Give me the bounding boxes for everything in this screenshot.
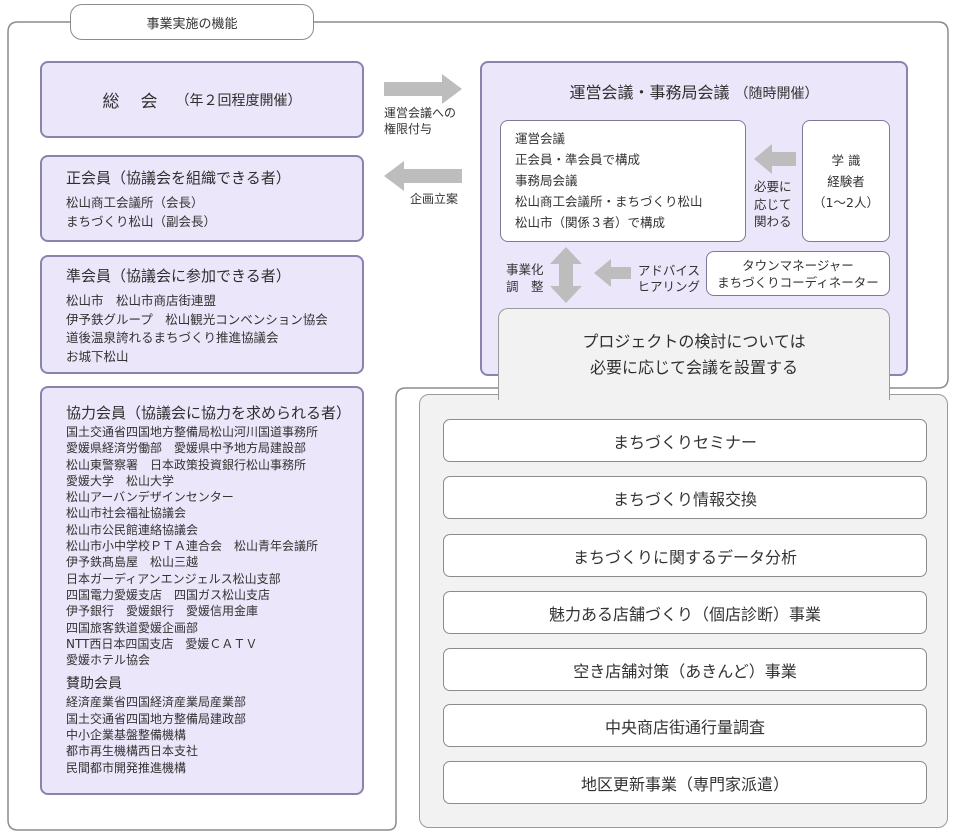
adjust-label: 事業化 調 整 xyxy=(506,261,544,295)
cooperating-member: 日本ガーディアンエンジェルス松山支部 xyxy=(66,571,281,586)
meetings-detail-box: 運営会議 正会員・準会員で構成 事務局会議 松山商工会議所・まちづくり松山 松山… xyxy=(500,120,746,242)
meeting-title: 運営会議 xyxy=(515,131,566,146)
general-assembly-title: 総 会 xyxy=(102,92,160,112)
delegation-label-line2: 権限付与 xyxy=(384,122,433,136)
experts-line: 経験者 xyxy=(827,173,865,189)
associate-members-box: 準会員（協議会に参加できる者） 松山市 松山市商店街連盟 伊予鉄グループ 松山観… xyxy=(40,255,364,374)
associate-members-title: 準会員（協議会に参加できる者） xyxy=(66,267,291,285)
project-item-label: 地区更新事業（専門家派遣） xyxy=(580,774,789,794)
supporting-member: 都市再生機構西日本支社 xyxy=(66,744,199,759)
secretariat-desc: 松山商工会議所・まちづくり松山 xyxy=(515,194,703,209)
projects-heading-line2: 必要に応じて会議を設置する xyxy=(589,357,798,377)
meeting-desc: 正会員・準会員で構成 xyxy=(515,152,641,167)
cooperating-member: 愛媛県経済労働部 愛媛県中予地方局建設部 xyxy=(66,441,307,456)
management-note: （随時開催） xyxy=(734,86,819,102)
advice-label-line: ヒアリング xyxy=(637,279,700,294)
project-item-label: まちづくりセミナー xyxy=(612,432,757,452)
delegation-label: 運営会議への 権限付与 xyxy=(384,105,474,137)
town-manager-box: タウンマネージャー まちづくりコーディネーター xyxy=(706,251,890,296)
experts-line: 学 識 xyxy=(831,152,861,168)
town-manager-line: まちづくりコーディネーター xyxy=(717,274,879,290)
experts-box: 学 識 経験者 （1〜2人） xyxy=(802,120,890,242)
experts-arrow xyxy=(754,144,796,174)
secretariat-desc: 松山市（関係３者）で構成 xyxy=(515,215,666,230)
project-item-label: まちづくり情報交換 xyxy=(612,489,757,509)
project-item: 地区更新事業（専門家派遣） xyxy=(443,761,927,804)
adjust-arrow xyxy=(550,247,582,303)
needs-label-line: 必要に xyxy=(754,179,792,194)
project-item-label: 中央商店街通行量調査 xyxy=(604,717,765,737)
management-title: 運営会議・事務局会議 xyxy=(569,83,730,102)
project-item: まちづくり情報交換 xyxy=(443,476,927,519)
associate-member: お城下松山 xyxy=(66,348,129,364)
associate-member: 松山市 松山市商店街連盟 xyxy=(66,293,217,308)
cooperating-member: 愛媛ホテル協会 xyxy=(66,653,151,668)
experts-line: （1〜2人） xyxy=(813,194,879,210)
needs-label: 必要に 応じて 関わる xyxy=(754,178,792,231)
supporting-member: 民間都市開発推進機構 xyxy=(66,760,187,775)
project-item-label: 魅力ある店舗づくり（個店診断）事業 xyxy=(548,604,821,624)
planning-arrow xyxy=(384,161,462,191)
delegation-arrow xyxy=(384,74,462,104)
supporting-member: 国土交通省四国地方整備局建政部 xyxy=(66,711,247,726)
cooperating-member: 松山市小中学校ＰＴＡ連合会 松山青年会議所 xyxy=(66,539,319,554)
supporting-members-title: 賛助会員 xyxy=(66,676,122,693)
cooperating-member: 伊予鉄髙島屋 松山三越 xyxy=(66,555,199,570)
adjust-label-line: 事業化 xyxy=(506,262,544,277)
project-item: 空き店舗対策（あきんど）事業 xyxy=(443,648,927,691)
delegation-label-line1: 運営会議への xyxy=(384,106,457,120)
cooperating-member: 愛媛大学 松山大学 xyxy=(66,473,175,488)
regular-member: 松山商工会議所（会長） xyxy=(66,195,204,210)
management-header: 運営会議・事務局会議 （随時開催） xyxy=(482,79,906,103)
project-item: 中央商店街通行量調査 xyxy=(443,704,927,747)
cooperating-member: 松山アーバンデザインセンター xyxy=(66,490,234,505)
advice-arrow xyxy=(594,259,631,287)
project-item: まちづくりセミナー xyxy=(443,419,927,462)
section-tab: 事業実施の機能 xyxy=(70,4,314,40)
projects-heading-seam xyxy=(499,393,889,396)
projects-heading-box: プロジェクトの検討については 必要に応じて会議を設置する xyxy=(498,308,890,400)
general-assembly-box: 総 会 （年２回程度開催） xyxy=(40,61,364,138)
project-item: 魅力ある店舗づくり（個店診断）事業 xyxy=(443,591,927,634)
general-assembly-note: （年２回程度開催） xyxy=(175,92,302,109)
cooperating-member: 松山市社会福祉協議会 xyxy=(66,506,187,521)
regular-members-title: 正会員（協議会を組織できる者） xyxy=(66,169,291,187)
cooperating-member: 松山市公民館連絡協議会 xyxy=(66,522,199,537)
cooperating-members-title: 協力会員（協議会に協力を求められる者） xyxy=(66,404,352,422)
regular-members-box: 正会員（協議会を組織できる者） 松山商工会議所（会長） まちづくり松山（副会長） xyxy=(40,155,364,242)
cooperating-member: 松山東警察署 日本政策投資銀行松山事務所 xyxy=(66,457,307,472)
section-tab-label: 事業実施の機能 xyxy=(146,16,238,32)
regular-member: まちづくり松山（副会長） xyxy=(66,213,217,229)
associate-member: 道後温泉誇れるまちづくり推進協議会 xyxy=(66,330,279,345)
cooperating-member: 国土交通省四国地方整備局松山河川国道事務所 xyxy=(66,425,319,439)
town-manager-line: タウンマネージャー xyxy=(742,257,854,273)
cooperating-member: 四国旅客鉄道愛媛企画部 xyxy=(66,620,199,635)
cooperating-members-box: 協力会員（協議会に協力を求められる者） 国土交通省四国地方整備局松山河川国道事務… xyxy=(40,386,364,795)
project-item-label: 空き店舗対策（あきんど）事業 xyxy=(573,661,797,681)
advice-label-line: アドバイス xyxy=(637,263,700,278)
secretariat-title: 事務局会議 xyxy=(515,173,578,188)
project-item: まちづくりに関するデータ分析 xyxy=(443,534,927,577)
cooperating-member: NTT西日本四国支店 愛媛ＣＡＴＶ xyxy=(66,636,258,651)
needs-label-line: 応じて xyxy=(754,196,792,212)
cooperating-member: 伊予銀行 愛媛銀行 愛媛信用金庫 xyxy=(66,604,259,619)
cooperating-member: 四国電力愛媛支店 四国ガス松山支店 xyxy=(66,587,271,602)
project-item-label: まちづくりに関するデータ分析 xyxy=(572,547,797,567)
projects-heading-line1: プロジェクトの検討については xyxy=(582,331,806,351)
supporting-member: 中小企業基盤整備機構 xyxy=(66,728,187,743)
supporting-member: 経済産業省四国経済産業局産業部 xyxy=(66,695,247,710)
needs-label-line: 関わる xyxy=(754,214,792,229)
associate-member: 伊予鉄グループ 松山観光コンベンション協会 xyxy=(66,311,328,327)
adjust-label-line: 調 整 xyxy=(506,279,544,294)
planning-label: 企画立案 xyxy=(410,192,459,206)
advice-label: アドバイス ヒアリング xyxy=(636,263,700,295)
